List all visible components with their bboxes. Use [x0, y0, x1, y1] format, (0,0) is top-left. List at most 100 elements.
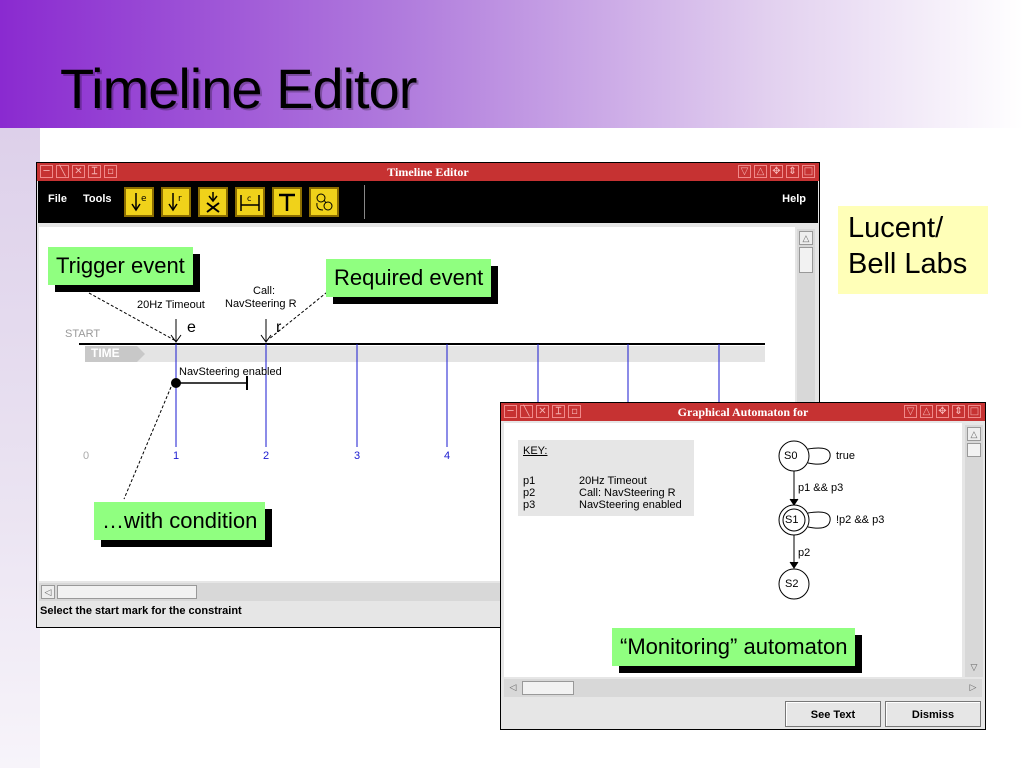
event-r-letter: r: [276, 319, 282, 336]
title-banner: [0, 0, 1024, 128]
time-band: [85, 346, 765, 362]
required-event-tool-icon: r: [168, 193, 182, 212]
svg-text:r: r: [178, 194, 182, 204]
transition-s1-s2: p2: [798, 547, 811, 559]
callout-required-event: Required event: [326, 259, 492, 297]
event-e-arrowhead: [170, 334, 182, 343]
event-r-arrowhead: [260, 334, 272, 343]
svg-text:e: e: [141, 194, 147, 204]
scroll-left-icon[interactable]: ◁: [509, 682, 517, 692]
window-stick-icon[interactable]: ⇕: [952, 405, 965, 418]
slide-sidebar: [0, 128, 40, 768]
automaton-horizontal-scrollbar[interactable]: ◁ ▷: [504, 679, 982, 697]
window-move-icon[interactable]: ✥: [770, 165, 783, 178]
key-desc-3: NavSteering enabled: [579, 499, 682, 511]
slide-title: Timeline Editor: [60, 57, 417, 120]
automaton-tool-button[interactable]: [309, 187, 339, 217]
window-close-icon[interactable]: ✕: [72, 165, 85, 178]
window-maximize-icon[interactable]: □: [802, 165, 815, 178]
window-restore-icon[interactable]: ▫: [104, 165, 117, 178]
callout-with-condition: …with condition: [94, 502, 266, 540]
event-r-label-line1: Call:: [253, 285, 276, 297]
scroll-up-icon[interactable]: △: [799, 231, 813, 245]
trigger-event-tool-button[interactable]: e: [124, 187, 154, 217]
window-shade-up-icon[interactable]: △: [754, 165, 767, 178]
window-close-icon[interactable]: ✕: [536, 405, 549, 418]
scroll-thumb-horizontal[interactable]: [522, 681, 574, 695]
scroll-left-icon[interactable]: ◁: [41, 585, 55, 599]
scroll-thumb-horizontal[interactable]: [57, 585, 197, 599]
tick-3: 3: [354, 450, 361, 462]
time-arrow: [85, 346, 145, 362]
scroll-up-icon[interactable]: △: [967, 427, 981, 441]
window-restore-icon[interactable]: ▫: [568, 405, 581, 418]
toolbar-separator: [364, 185, 365, 219]
cross-event-tool-button[interactable]: [198, 187, 228, 217]
scroll-right-icon[interactable]: ▷: [969, 682, 977, 692]
text-tool-icon: [279, 193, 295, 211]
edge-s0-s1-arrowhead: [789, 498, 799, 506]
window-titlebar[interactable]: Timeline Editor ─ ╲ ✕ ⌶ ▫ ▽ △ ✥ ⇕ □: [37, 163, 819, 181]
window-maximize-icon[interactable]: □: [968, 405, 981, 418]
scroll-down-icon[interactable]: ▽: [970, 662, 978, 672]
s1-self-loop: [807, 511, 831, 529]
automaton-titlebar[interactable]: Graphical Automaton for ─ ╲ ✕ ⌶ ▫ ▽ △ ✥ …: [501, 403, 985, 421]
window-title: Timeline Editor: [387, 165, 469, 179]
window-stick-icon[interactable]: ⇕: [786, 165, 799, 178]
automaton-window-title: Graphical Automaton for: [677, 405, 809, 419]
dismiss-button[interactable]: Dismiss: [885, 701, 981, 727]
window-minimize-icon[interactable]: ╲: [520, 405, 533, 418]
window-minimize-icon[interactable]: ╲: [56, 165, 69, 178]
required-pointer: [268, 288, 332, 340]
window-resize-icon[interactable]: ⌶: [552, 405, 565, 418]
vendor-line-2: Bell Labs: [848, 248, 968, 280]
menu-help[interactable]: Help: [782, 193, 806, 205]
condition-start-dot[interactable]: [171, 378, 181, 388]
see-text-button[interactable]: See Text: [785, 701, 881, 727]
tick-4: 4: [444, 450, 451, 462]
required-event-tool-button[interactable]: r: [161, 187, 191, 217]
cross-event-tool-icon: [206, 192, 220, 213]
window-shade-up-icon[interactable]: △: [920, 405, 933, 418]
automaton-vertical-scrollbar[interactable]: △ ▽: [965, 425, 983, 677]
key-desc-1: 20Hz Timeout: [579, 475, 647, 487]
key-title: KEY:: [523, 445, 548, 457]
key-id-3: p3: [523, 499, 536, 511]
scroll-thumb[interactable]: [799, 247, 813, 273]
menu-tools[interactable]: Tools: [83, 193, 112, 205]
event-e-letter: e: [187, 319, 196, 336]
constraint-tool-button[interactable]: c: [235, 187, 265, 217]
constraint-tool-icon: c: [240, 194, 260, 211]
automaton-graph: [778, 440, 831, 600]
condition-pointer: [123, 386, 172, 500]
s0-self-loop: [807, 447, 831, 465]
transition-s0-self: true: [836, 450, 855, 462]
callout-monitoring-automaton: “Monitoring” automaton: [612, 628, 856, 666]
vendor-line-1: Lucent/: [848, 212, 944, 244]
window-menu-icon[interactable]: ─: [40, 165, 53, 178]
status-bar: Select the start mark for the constraint: [40, 605, 242, 617]
key-id-1: p1: [523, 475, 536, 487]
state-s2-circle[interactable]: [778, 568, 810, 600]
vendor-note: Lucent/ Bell Labs: [838, 206, 988, 294]
automaton-tool-icon: [316, 193, 333, 211]
transition-s0-s1: p1 && p3: [798, 482, 844, 494]
window-menu-icon[interactable]: ─: [504, 405, 517, 418]
scroll-thumb[interactable]: [967, 443, 981, 457]
text-tool-button[interactable]: [272, 187, 302, 217]
start-label: START: [65, 328, 101, 340]
window-shade-down-icon[interactable]: ▽: [738, 165, 751, 178]
transition-s1-self: !p2 && p3: [836, 514, 885, 526]
event-e-label: 20Hz Timeout: [137, 299, 205, 311]
tick-2: 2: [263, 450, 270, 462]
window-shade-down-icon[interactable]: ▽: [904, 405, 917, 418]
toolbar: File Tools Help e r c: [38, 181, 818, 223]
menu-file[interactable]: File: [48, 193, 67, 205]
window-move-icon[interactable]: ✥: [936, 405, 949, 418]
event-r-label-line2: NavSteering R: [225, 298, 297, 310]
window-resize-icon[interactable]: ⌶: [88, 165, 101, 178]
state-s1-inner-ring: [782, 508, 806, 532]
key-desc-2: Call: NavSteering R: [579, 487, 676, 499]
tick-0: 0: [83, 450, 90, 462]
state-s2-label: S2: [785, 578, 799, 590]
